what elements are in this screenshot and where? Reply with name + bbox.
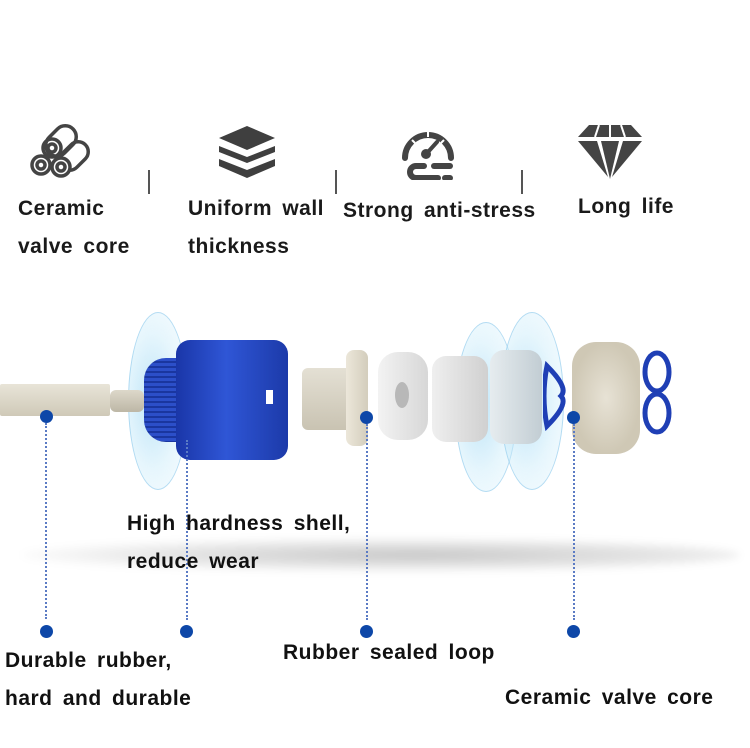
leader-line-shell xyxy=(186,440,188,620)
ceramic-core xyxy=(572,342,640,454)
spindle-bush xyxy=(302,368,352,430)
white-disc-2 xyxy=(432,356,488,442)
callout-dot-seal xyxy=(360,625,373,638)
pipes-icon xyxy=(28,120,92,182)
feature-label-long-life: Long life xyxy=(578,195,674,218)
figure-eight-seal xyxy=(640,350,674,436)
feature-label-anti-stress: Strong anti-stress xyxy=(343,199,536,222)
layers-icon xyxy=(217,124,277,180)
gauge-icon xyxy=(398,124,458,180)
valve-stem xyxy=(0,384,110,416)
stem-joint xyxy=(110,390,144,412)
feature-label-ceramic: Ceramic valve core xyxy=(18,197,130,258)
leader-line-core xyxy=(573,424,575,620)
leader-line-seal xyxy=(366,424,368,620)
callout-rubber: Durable rubber, hard and durable xyxy=(5,649,192,710)
callout-dot-rubber-top xyxy=(40,410,53,423)
separator xyxy=(148,170,150,194)
white-disc-3 xyxy=(490,350,542,444)
callout-dot-rubber xyxy=(40,625,53,638)
callout-core: Ceramic valve core xyxy=(505,686,714,709)
callout-dot-core xyxy=(567,625,580,638)
separator xyxy=(521,170,523,194)
separator xyxy=(335,170,337,194)
rubber-seal-ring xyxy=(541,358,573,434)
diamond-icon xyxy=(577,123,643,181)
bush-flange xyxy=(346,350,368,446)
leader-line-rubber xyxy=(45,423,47,619)
floor-shadow xyxy=(20,538,740,572)
callout-shell: High hardness shell, reduce wear xyxy=(127,512,351,573)
disc-hole xyxy=(395,382,409,408)
callout-dot-seal-top xyxy=(360,411,373,424)
callout-dot-core-top xyxy=(567,411,580,424)
shell-slot xyxy=(266,390,273,404)
feature-label-uniform-wall: Uniform wall thickness xyxy=(188,197,325,258)
callout-seal: Rubber sealed loop xyxy=(283,641,495,664)
callout-dot-shell xyxy=(180,625,193,638)
